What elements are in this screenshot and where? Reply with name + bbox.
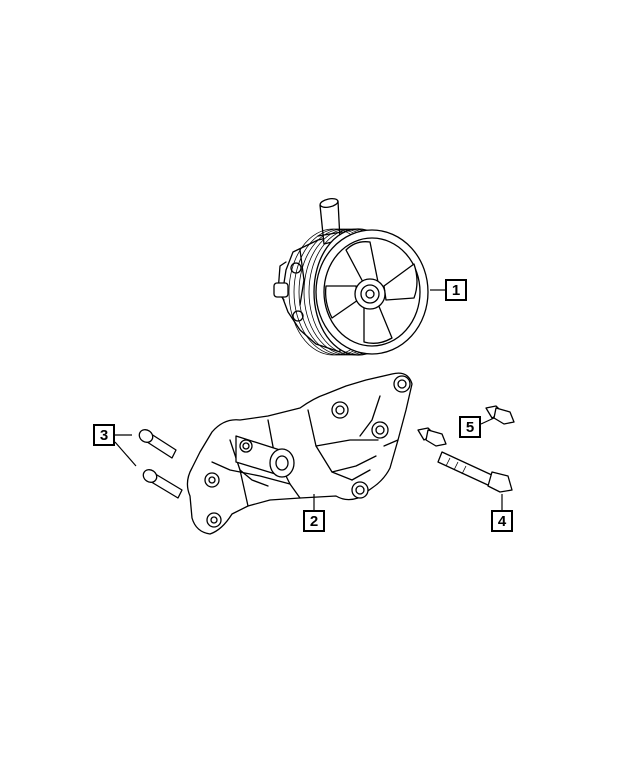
bolt-5-right	[485, 405, 515, 425]
callout-1: 1	[445, 279, 467, 301]
bolt-5-left	[417, 427, 447, 447]
bolt-3-lower	[142, 469, 183, 499]
leader-lines	[114, 289, 503, 510]
bolt-3-upper	[138, 429, 177, 459]
power-steering-pump	[273, 198, 429, 356]
callout-3: 3	[93, 424, 115, 446]
mounting-bracket	[186, 372, 413, 535]
callout-5: 5	[459, 416, 481, 438]
bolt-4	[437, 451, 513, 493]
callout-4: 4	[491, 510, 513, 532]
callout-2: 2	[303, 510, 325, 532]
